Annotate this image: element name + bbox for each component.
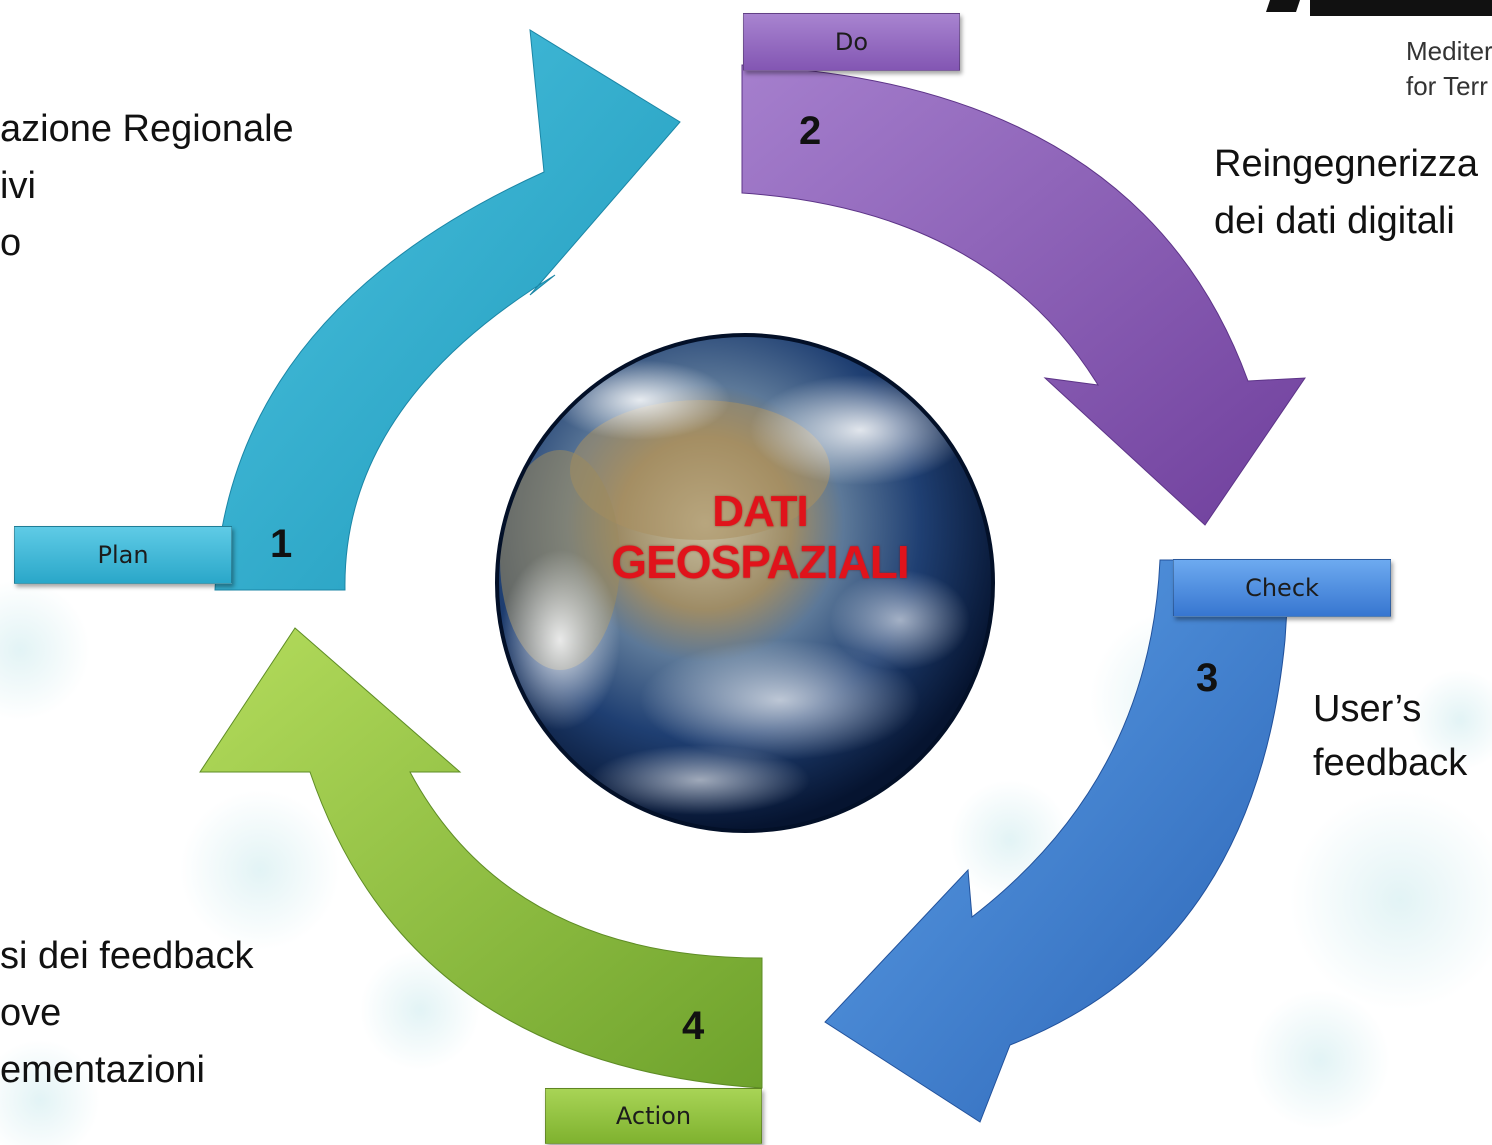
plan-description: azione Regionale ivi o [0,101,294,272]
check-description: User’s feedback [1313,682,1467,790]
action-arrow [199,627,763,1089]
phase-number-plan: 1 [270,522,293,566]
action-text-line: si dei feedback [0,935,254,977]
action-text-line: ementazioni [0,1049,205,1091]
center-label-line2: GEOSPAZIALI [611,536,909,588]
check-text-line: User’s [1313,688,1422,730]
do-text-line: dei dati digitali [1214,200,1455,242]
center-label: DATI GEOSPAZIALI [560,487,960,589]
check-arrow [824,559,1291,1123]
logo-line: Mediter [1406,36,1492,66]
logo-line: for Terr [1406,71,1488,101]
check-text-line: feedback [1313,742,1468,784]
phase-number-do: 2 [799,109,822,153]
tab-action[interactable]: Action [545,1088,762,1144]
tab-do[interactable]: Do [743,13,960,71]
plan-text-line: o [0,222,22,264]
do-description: Reingegnerizza dei dati digitali [1214,136,1478,250]
tab-check[interactable]: Check [1173,559,1391,617]
do-arrow [741,64,1306,526]
center-label-line1: DATI [712,487,808,536]
logo-text: Mediter for Terr [1406,34,1492,104]
phase-number-check: 3 [1196,656,1219,700]
action-description: si dei feedback ove ementazioni [0,928,254,1099]
tab-plan[interactable]: Plan [14,526,232,584]
plan-text-line: ivi [0,165,36,207]
earth-globe [495,333,995,833]
phase-number-action: 4 [682,1004,705,1048]
plan-arrow [214,29,681,591]
action-text-line: ove [0,992,62,1034]
do-text-line: Reingegnerizza [1214,143,1479,185]
plan-text-line: azione Regionale [0,108,294,150]
logo-mark [1266,0,1492,16]
